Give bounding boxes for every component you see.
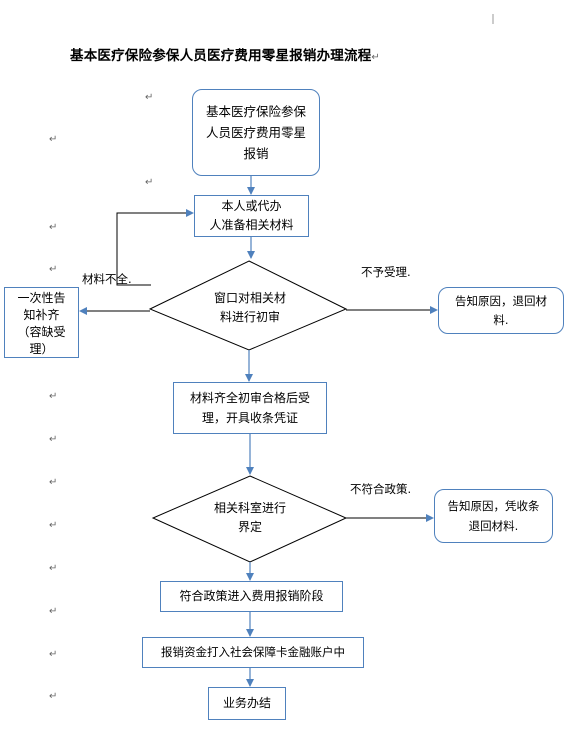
paragraph-mark: ↵ bbox=[49, 606, 58, 617]
node-reject-return-label: 告知原因，退回材 料. bbox=[455, 293, 547, 327]
paragraph-mark: ↵ bbox=[145, 92, 154, 103]
edge-incomplete-loop bbox=[116, 209, 194, 286]
node-policy-return: 告知原因，凭收条 退回材料. bbox=[434, 489, 553, 543]
node-prepare-label: 本人或代办 人准备相关材料 bbox=[209, 199, 294, 232]
node-accept-receipt: 材料齐全初审合格后受 理，开具收条凭证 bbox=[173, 382, 327, 434]
edge-label-not-accepted: 不予受理. bbox=[361, 265, 411, 279]
corner-mark-top-right bbox=[492, 14, 494, 24]
paragraph-mark: ↵ bbox=[49, 477, 58, 488]
node-reject-return: 告知原因，退回材 料. bbox=[438, 287, 564, 334]
node-transfer-funds-label: 报销资金打入社会保障卡金融账户中 bbox=[161, 645, 345, 659]
paragraph-mark: ↵ bbox=[49, 134, 58, 145]
paragraph-mark: ↵ bbox=[145, 177, 154, 188]
node-start-label: 基本医疗保险参保 人员医疗费用零星 报销 bbox=[205, 104, 306, 161]
paragraph-mark: ↵ bbox=[49, 520, 58, 531]
node-finish: 业务办结 bbox=[208, 687, 286, 720]
edge-label-not-compliant: 不符合政策. bbox=[350, 482, 412, 496]
node-prepare: 本人或代办 人准备相关材料 bbox=[194, 195, 309, 237]
node-start: 基本医疗保险参保 人员医疗费用零星 报销 bbox=[192, 89, 320, 176]
paragraph-mark: ↵ bbox=[49, 264, 58, 275]
title-paragraph-mark: ↵ bbox=[371, 52, 380, 63]
node-one-time-notice-label: 一次性告 知补齐 （容缺受 理） bbox=[17, 291, 66, 356]
node-transfer-funds: 报销资金打入社会保障卡金融账户中 bbox=[142, 637, 364, 668]
node-one-time-notice: 一次性告 知补齐 （容缺受 理） bbox=[4, 287, 79, 358]
node-accept-receipt-label: 材料齐全初审合格后受 理，开具收条凭证 bbox=[189, 391, 310, 425]
page-title-text: 基本医疗保险参保人员医疗费用零星报销办理流程 bbox=[70, 48, 372, 64]
node-enter-reimburse-label: 符合政策进入费用报销阶段 bbox=[179, 589, 324, 603]
decision-dept-judgement-label: 相关科室进行 界定 bbox=[213, 501, 286, 534]
paragraph-mark: ↵ bbox=[49, 391, 58, 402]
paragraph-mark: ↵ bbox=[49, 434, 58, 445]
decision-window-review-label: 窗口对相关材 料进行初审 bbox=[213, 291, 286, 324]
node-policy-return-label: 告知原因，凭收条 退回材料. bbox=[447, 499, 540, 533]
node-enter-reimburse: 符合政策进入费用报销阶段 bbox=[160, 581, 343, 612]
paragraph-mark: ↵ bbox=[49, 649, 58, 660]
paragraph-mark: ↵ bbox=[49, 691, 58, 702]
paragraph-mark: ↵ bbox=[49, 563, 58, 574]
edge-label-incomplete: 材料不全. bbox=[82, 272, 132, 286]
paragraph-mark: ↵ bbox=[49, 222, 58, 233]
page-title: 基本医疗保险参保人员医疗费用零星报销办理流程↵ bbox=[70, 44, 380, 64]
node-finish-label: 业务办结 bbox=[222, 696, 271, 710]
